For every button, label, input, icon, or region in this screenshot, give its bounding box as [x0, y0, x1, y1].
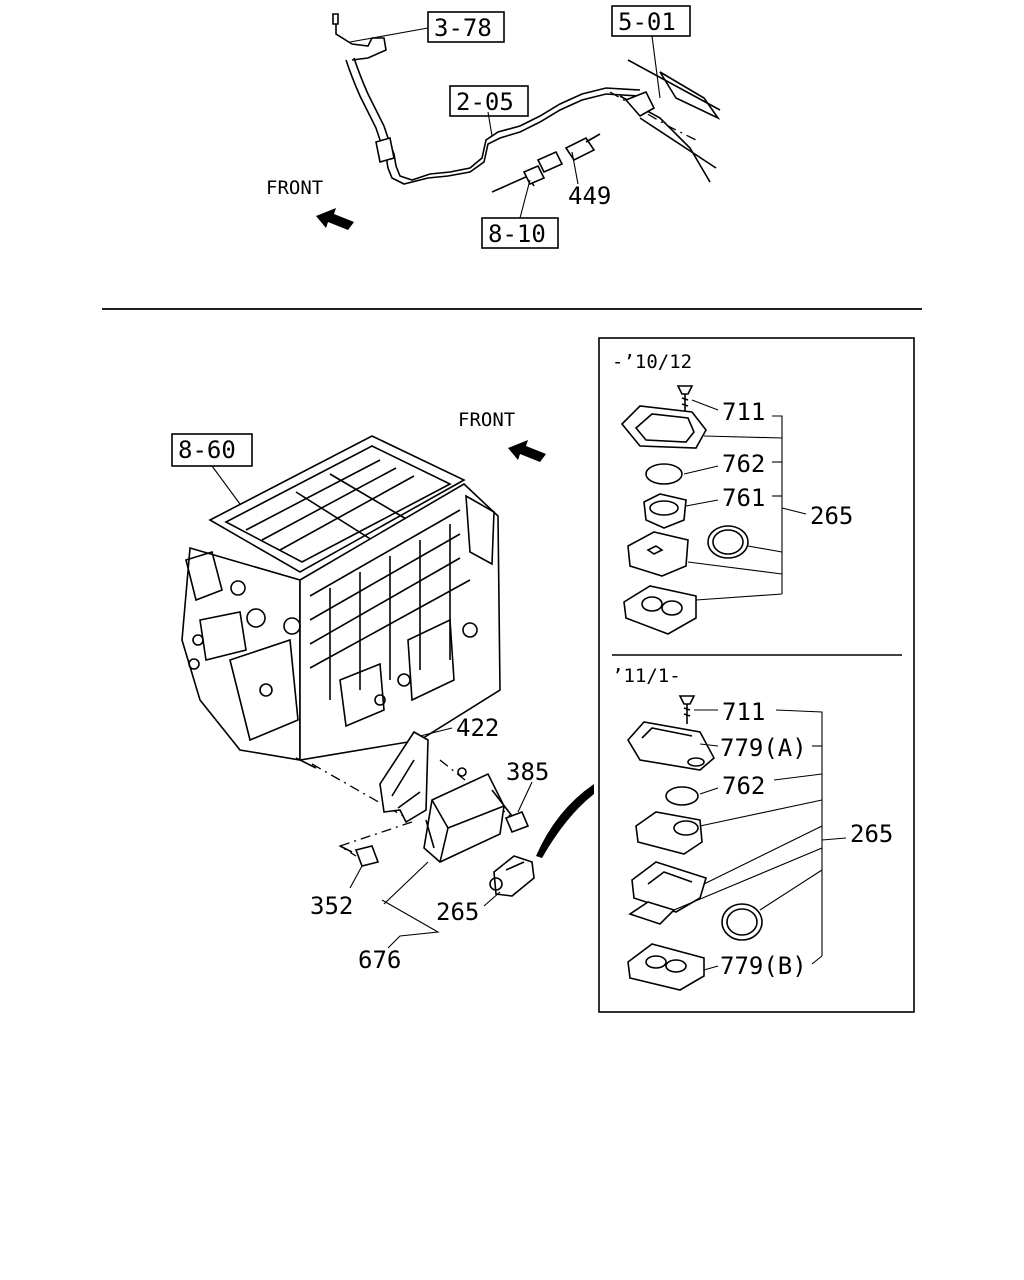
part-number-352: 352	[310, 892, 353, 920]
inset-new-type: ’11/1-	[612, 665, 893, 991]
part-number-385: 385	[506, 758, 549, 786]
part-number-676: 676	[358, 946, 401, 974]
inset-new-part-762: 762	[722, 772, 765, 800]
detail-arrow-icon	[536, 784, 594, 858]
ref-box-3-78	[427, 11, 505, 43]
ref-box-5-01	[611, 5, 691, 37]
ref-label-8-60: 8-60	[178, 436, 236, 464]
inset-new-part-779b: 779(B)	[720, 952, 807, 980]
front-arrow-icon-top	[316, 208, 354, 230]
key-fob-inset: -’10/12	[598, 337, 915, 1013]
key-fob-265	[483, 855, 535, 907]
front-label-top: FRONT	[266, 177, 323, 199]
bracket-422	[379, 727, 453, 824]
heater-unit	[181, 435, 501, 769]
ref-label-5-01: 5-01	[618, 8, 676, 36]
inset-frame	[598, 337, 915, 1013]
inset-old-part-711: 711	[722, 398, 765, 426]
part-number-449: 449	[568, 182, 611, 210]
inset-new-part-265: 265	[850, 820, 893, 848]
keyless-control-unit	[423, 767, 505, 863]
inset-new-part-711: 711	[722, 698, 765, 726]
front-arrow-icon-main	[508, 440, 546, 462]
ref-box-2-05	[449, 85, 529, 117]
ref-label-2-05: 2-05	[456, 88, 514, 116]
inset-old-part-265: 265	[810, 502, 853, 530]
screw-352	[339, 845, 380, 889]
part-number-265-main: 265	[436, 898, 479, 926]
inset-old-part-761: 761	[722, 484, 765, 512]
period-label-new: ’11/1-	[612, 665, 681, 687]
inset-new-part-779a: 779(A)	[720, 734, 807, 762]
inset-old-part-762: 762	[722, 450, 765, 478]
antenna-cable-section: 3-78 2-05 5-01 8-10 449 FRONT	[266, 5, 721, 249]
inset-old-type: -’10/12	[612, 351, 853, 635]
front-label-main: FRONT	[458, 409, 515, 431]
part-number-422: 422	[456, 714, 499, 742]
ref-label-8-10: 8-10	[488, 220, 546, 248]
ref-box-8-10	[481, 217, 559, 249]
period-label-old: -’10/12	[612, 351, 692, 373]
heater-unit-section: 8-60 FRONT	[171, 409, 594, 974]
ref-label-3-78: 3-78	[434, 14, 492, 42]
screw-385	[491, 781, 533, 834]
